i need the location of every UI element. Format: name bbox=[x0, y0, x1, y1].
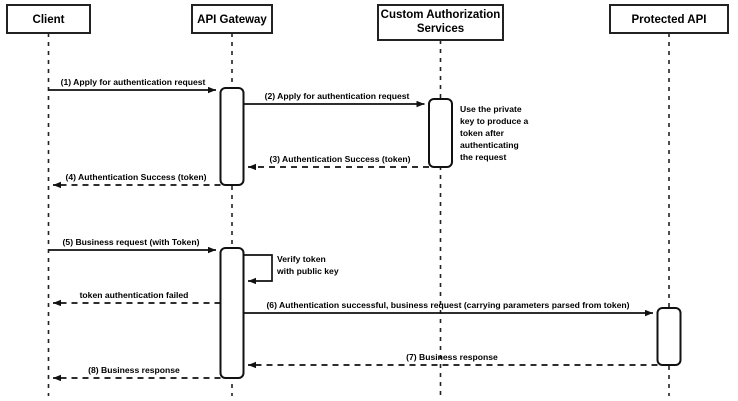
participant-client[interactable]: Client bbox=[6, 4, 91, 34]
activation-protected-api-1 bbox=[656, 307, 682, 366]
note-private-key: Use the private key to produce a token a… bbox=[460, 104, 529, 162]
message-self-verify-token-label-line2: with public key bbox=[276, 266, 339, 276]
participant-label-custom-authorization-services-line1: Custom Authorization bbox=[381, 9, 501, 21]
participant-api-gateway[interactable]: API Gateway bbox=[191, 4, 273, 34]
participant-custom-authorization-services[interactable]: Custom Authorization Services bbox=[377, 4, 504, 41]
message-3-label: (3) Authentication Success (token) bbox=[269, 154, 410, 164]
participant-label-client: Client bbox=[33, 14, 65, 26]
message-self-verify-token-arrow bbox=[243, 254, 273, 285]
message-token-authentication-failed[interactable]: token authentication failed bbox=[53, 290, 221, 307]
message-3[interactable]: (3) Authentication Success (token) bbox=[248, 154, 429, 171]
message-8[interactable]: (8) Business response bbox=[53, 365, 221, 382]
activation-custom-authorization-services-1 bbox=[428, 98, 453, 168]
message-5[interactable]: (5) Business request (with Token) bbox=[48, 237, 217, 254]
note-private-key-line-4: authenticating bbox=[460, 140, 519, 150]
participant-label-api-gateway: API Gateway bbox=[197, 14, 267, 26]
activation-api-gateway-1 bbox=[219, 87, 245, 186]
participant-label-protected-api: Protected API bbox=[632, 14, 707, 26]
message-self-verify-token-label-line1: Verify token bbox=[277, 254, 326, 264]
message-5-label: (5) Business request (with Token) bbox=[63, 237, 200, 247]
participant-label-custom-authorization-services-line2: Services bbox=[417, 23, 464, 35]
note-private-key-line-3: token after bbox=[460, 128, 505, 138]
message-6-label: (6) Authentication successful, business … bbox=[266, 300, 629, 310]
message-2-label: (2) Apply for authentication request bbox=[265, 91, 410, 101]
message-4[interactable]: (4) Authentication Success (token) bbox=[53, 172, 221, 189]
message-7-label: (7) Business response bbox=[406, 352, 498, 362]
message-4-label: (4) Authentication Success (token) bbox=[65, 172, 206, 182]
message-1[interactable]: (1) Apply for authentication request bbox=[48, 77, 217, 94]
message-self-verify-token[interactable]: Verify token with public key bbox=[243, 254, 339, 285]
participant-protected-api[interactable]: Protected API bbox=[609, 4, 729, 34]
message-token-authentication-failed-label: token authentication failed bbox=[80, 290, 189, 300]
message-1-label: (1) Apply for authentication request bbox=[61, 77, 206, 87]
message-7[interactable]: (7) Business response bbox=[248, 352, 658, 369]
note-private-key-line-1: Use the private bbox=[460, 104, 522, 114]
message-8-label: (8) Business response bbox=[88, 365, 180, 375]
note-private-key-line-2: key to produce a bbox=[460, 116, 529, 126]
message-6[interactable]: (6) Authentication successful, business … bbox=[243, 300, 654, 317]
note-private-key-line-5: the request bbox=[460, 152, 506, 162]
message-2[interactable]: (2) Apply for authentication request bbox=[243, 91, 425, 108]
activation-api-gateway-2 bbox=[219, 247, 245, 379]
